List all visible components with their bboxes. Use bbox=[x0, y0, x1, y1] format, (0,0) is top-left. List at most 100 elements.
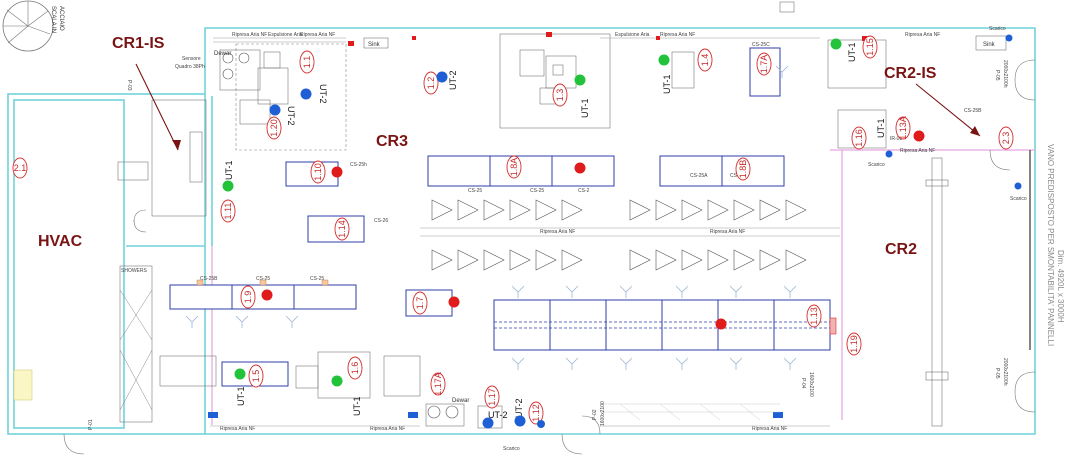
dewar-label-2: Dewar bbox=[452, 398, 469, 404]
bench-1-13-4 bbox=[661, 299, 719, 351]
device-1-4 bbox=[671, 51, 695, 89]
cs-label-7: CS-26 bbox=[374, 218, 388, 224]
room-code-1-8a: 1.8A bbox=[506, 155, 522, 179]
unit-label-ut1-d: UT-1 bbox=[876, 118, 886, 138]
ripresa-top-1: Ripresa Aria NF bbox=[232, 32, 267, 38]
hvac-yellow-panel bbox=[13, 369, 33, 401]
showers-diag-2 bbox=[119, 289, 153, 341]
room-code-2-3: 2.3 bbox=[998, 126, 1014, 150]
door-p05-top: P-05 bbox=[994, 70, 1000, 81]
central-equipment bbox=[519, 49, 577, 105]
cr1is-shelf bbox=[189, 131, 203, 183]
unit-label-ut1-a: UT-1 bbox=[580, 98, 590, 118]
room-code-1-12: 1.12 bbox=[528, 401, 544, 425]
ripresa-top-3: Ripresa Aria NF bbox=[660, 32, 695, 38]
dewar-label-1: Dewar bbox=[214, 51, 231, 57]
cr2-rail-stop-top bbox=[925, 179, 949, 187]
cr1-equipment bbox=[219, 49, 289, 125]
room-code-text: 1.2 bbox=[426, 77, 436, 90]
room-code-text: 1.16 bbox=[854, 129, 864, 147]
marker-blue-small-1 bbox=[537, 420, 545, 428]
equipment-left-1 bbox=[159, 355, 217, 387]
door-p02-dim: 1600x2100 bbox=[600, 401, 606, 426]
room-code-1-11: 1.11 bbox=[220, 199, 236, 223]
room-code-text: 1.7A bbox=[759, 55, 769, 74]
zone-cr1is: CR1-IS bbox=[112, 35, 165, 52]
room-code-1-3: 1.3 bbox=[552, 83, 568, 107]
side-note-1: VANO PREDISPOSTO PER SMONTABILITA' PANNE… bbox=[1046, 144, 1055, 346]
marker-red-1-9 bbox=[261, 289, 273, 301]
cr2-rail bbox=[931, 157, 943, 427]
ripresa-mid-2: Ripresa Aria NF bbox=[710, 229, 745, 235]
room-code-1-10: 1.10 bbox=[310, 160, 326, 184]
marker-blue-small-2 bbox=[885, 150, 893, 158]
ripresa-cr2: Ripresa Aria NF bbox=[900, 148, 935, 154]
door-p05-bottom: P-05 bbox=[994, 368, 1000, 379]
unit-label-ut2-a: UT-2 bbox=[318, 84, 328, 104]
marker-blue-1-1 bbox=[300, 88, 312, 100]
cr1is-cabinet bbox=[117, 161, 149, 181]
room-code-text: 1.9 bbox=[243, 291, 253, 304]
cs-label-top: CS-25C bbox=[752, 42, 770, 48]
cs-label-6: CS-25h bbox=[350, 162, 367, 168]
room-code-text: 1.8B bbox=[738, 160, 748, 179]
marker-green-1-11 bbox=[222, 180, 234, 192]
room-code-text: 2.1 bbox=[14, 163, 27, 173]
room-code-1-7a: 1.7A bbox=[756, 52, 772, 76]
red-marker-3 bbox=[412, 36, 416, 40]
room-code-1-17a: 1.17A bbox=[430, 372, 446, 396]
room-code-text: 1.6 bbox=[350, 362, 360, 375]
bench-1-13-2 bbox=[549, 299, 607, 351]
room-code-text: 1.7 bbox=[415, 297, 425, 310]
cs-label-8: CS-25B bbox=[200, 276, 218, 282]
marker-green-1-3 bbox=[574, 74, 586, 86]
unit-label-ut2-e: UT-2 bbox=[514, 398, 524, 418]
room-code-1-8b: 1.8B bbox=[735, 157, 751, 181]
room-1-15 bbox=[827, 39, 887, 89]
ir08-label: IR-08 bbox=[890, 136, 902, 142]
cr1-equipment-zone bbox=[235, 43, 347, 151]
hvac-inner-wall bbox=[13, 99, 125, 429]
unit-label-ut1-c: UT-1 bbox=[847, 42, 857, 62]
equipment-mid-1 bbox=[295, 365, 319, 389]
cr2-rail-stop bbox=[925, 371, 949, 381]
room-code-text: 1.17 bbox=[487, 388, 497, 406]
cs-label-3: CS-2 bbox=[578, 188, 590, 194]
door-p04-dim: 1600x2100 bbox=[808, 372, 814, 397]
unit-label-ut1-b: UT-1 bbox=[662, 74, 672, 94]
hvac-wall bbox=[7, 93, 206, 435]
room-code-text: 1.20 bbox=[269, 119, 279, 137]
bench-1-13-3 bbox=[605, 299, 663, 351]
cs-label-4: CS-25A bbox=[690, 173, 708, 179]
room-code-1-2: 1.2 bbox=[423, 71, 439, 95]
bench-1-13-5 bbox=[717, 299, 775, 351]
cs-label-1: CS-25 bbox=[468, 188, 482, 194]
room-code-1-16: 1.16 bbox=[851, 126, 867, 150]
top-right-box bbox=[779, 1, 795, 13]
zone-cr3: CR3 bbox=[376, 133, 408, 150]
stair-scale-icon bbox=[2, 0, 54, 52]
room-code-1-9: 1.9 bbox=[240, 285, 256, 309]
room-code-text: 2.3 bbox=[1001, 132, 1011, 145]
lower-right-grid bbox=[600, 403, 780, 421]
bench-1-13-end-cap bbox=[829, 317, 837, 335]
room-code-1-13: 1.13 bbox=[806, 304, 822, 328]
cs-label-9: CS-25 bbox=[256, 276, 270, 282]
bench-1-9-left bbox=[169, 284, 233, 310]
scala-label-1: SCALA IN bbox=[50, 6, 56, 33]
dewar-2 bbox=[445, 405, 459, 419]
room-code-2-1: 2.1 bbox=[12, 157, 28, 179]
showers-label: SHOWERS bbox=[121, 268, 148, 274]
door-dim-bottom: 2000x2100h bbox=[1002, 358, 1008, 386]
side-note-2: Dim. 4920L x 3000H bbox=[1056, 250, 1065, 323]
marker-green-1-6 bbox=[331, 375, 343, 387]
building-outer-wall bbox=[204, 27, 1036, 435]
unit-label-ut2-b: UT-2 bbox=[286, 106, 296, 126]
unit-label-ut2-d: UT-2 bbox=[488, 410, 508, 420]
red-marker-4 bbox=[656, 36, 660, 40]
room-code-text: 1.17A bbox=[433, 372, 443, 396]
marker-green-1-15 bbox=[830, 38, 842, 50]
